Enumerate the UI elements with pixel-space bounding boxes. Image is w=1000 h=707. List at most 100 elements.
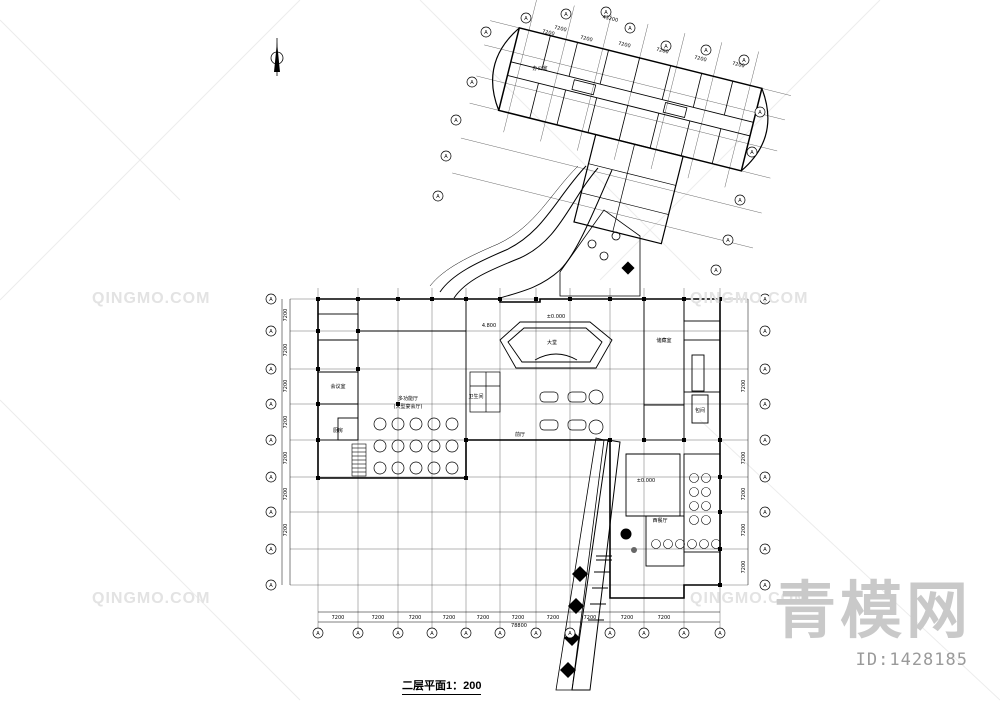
dim-north: 7200	[617, 41, 631, 50]
axis-letter: A	[726, 238, 730, 244]
north-wing	[452, 0, 792, 249]
dim-left: 7200	[283, 344, 289, 357]
axis-letter: A	[316, 631, 320, 637]
axis-letter: A	[714, 268, 718, 274]
room-label-meeting: 会议室	[330, 383, 345, 390]
dim-left: 7200	[283, 416, 289, 429]
room-label-storage: 储藏室	[656, 337, 671, 344]
watermark-text-3: QINGMO.COM	[690, 290, 809, 307]
axis-letter: A	[742, 58, 746, 64]
axis-letter: A	[628, 26, 632, 32]
axis-letter: A	[763, 297, 767, 303]
axis-letter: A	[269, 547, 273, 553]
axis-letter: A	[758, 110, 762, 116]
dim-bottom: 7200	[621, 615, 634, 621]
dim-bottom: 7200	[547, 615, 560, 621]
dim-left: 7200	[283, 488, 289, 501]
dim-right: 7200	[741, 561, 747, 574]
axis-letter: A	[269, 297, 273, 303]
dim-north: 7200	[541, 29, 555, 38]
axis-letter: A	[763, 438, 767, 444]
axis-bubbles-bottom	[312, 627, 726, 639]
watermark-brand: 青模网	[773, 574, 972, 647]
dim-left: 7200	[283, 524, 289, 537]
axis-bubbles-right	[759, 293, 771, 591]
axis-letter: A	[498, 631, 502, 637]
curved-corridor	[429, 165, 613, 299]
axis-letter: A	[568, 631, 572, 637]
axis-letter: A	[704, 48, 708, 54]
axis-letter: A	[763, 547, 767, 553]
axis-letter: A	[763, 402, 767, 408]
dim-left: 7200	[283, 452, 289, 465]
axis-letter: A	[763, 583, 767, 589]
axis-letter: A	[763, 367, 767, 373]
dim-north: 7200	[693, 55, 707, 64]
axis-letter: A	[269, 402, 273, 408]
room-labels: 多功能厅 (大型宴会厅) 大堂 前厅 办公室 厨房 储藏室 卫生间 西餐厅 包间…	[330, 65, 705, 629]
dim-bottom: 7200	[409, 615, 422, 621]
axis-letter: A	[604, 10, 608, 16]
dimension-lines	[281, 299, 749, 623]
curved-lobby	[559, 209, 641, 297]
dim-bottom: 7200	[477, 615, 490, 621]
dim-right: 7200	[741, 488, 747, 501]
north-arrow-icon	[270, 38, 284, 76]
axis-letter: A	[718, 631, 722, 637]
axis-letter: A	[664, 44, 668, 50]
dim-bottom: 7200	[512, 615, 525, 621]
dim-bottom: 7200	[443, 615, 456, 621]
dim-north: 7200	[553, 25, 567, 34]
dim-north: 7200	[655, 47, 669, 56]
axis-letter: A	[470, 80, 474, 86]
room-label-kitchen: 厨房	[333, 427, 343, 434]
dim-north: 7200	[579, 35, 593, 44]
dim-right: 7200	[741, 380, 747, 393]
axis-letter: A	[564, 12, 568, 18]
level-mark-2: ±0.000	[547, 314, 566, 320]
axis-letter: A	[436, 194, 440, 200]
axis-letter: A	[356, 631, 360, 637]
dim-bottom: 7200	[584, 615, 597, 621]
axis-letter: A	[524, 16, 528, 22]
dim-left: 7200	[283, 309, 289, 322]
dim-bottom: 7200	[332, 615, 345, 621]
entrance-ramp	[555, 437, 621, 691]
level-mark-3: ±0.000	[637, 478, 656, 484]
axis-letter: A	[534, 631, 538, 637]
axis-letter: A	[763, 475, 767, 481]
axis-letter: A	[763, 329, 767, 335]
axis-letter: A	[464, 631, 468, 637]
axis-letter: A	[750, 150, 754, 156]
axis-letter: A	[682, 631, 686, 637]
axis-letter: A	[738, 198, 742, 204]
axis-letter: A	[269, 475, 273, 481]
axis-letter: A	[269, 583, 273, 589]
room-label-restaurant: 西餐厅	[652, 517, 667, 524]
watermark-id: ID:1428185	[855, 650, 968, 670]
axis-bubbles-left	[265, 293, 277, 591]
room-label-office: 办公室	[532, 65, 547, 72]
axis-letter: A	[430, 631, 434, 637]
dim-bottom: 7200	[372, 615, 385, 621]
axis-letter: A	[269, 510, 273, 516]
dim-north: 43200	[602, 14, 619, 24]
level-mark-1: 4.800	[482, 323, 496, 329]
room-label-banquet: 多功能厅	[398, 395, 418, 402]
axis-bubbles-north	[432, 6, 766, 276]
room-label-banquet-sub: (大型宴会厅)	[394, 403, 423, 410]
main-building	[290, 288, 748, 632]
overall-dimension: 78800	[511, 623, 527, 629]
dim-left: 7200	[283, 380, 289, 393]
axis-letter: A	[444, 154, 448, 160]
dim-right: 7200	[741, 524, 747, 537]
watermark-text-2: QINGMO.COM	[92, 590, 211, 607]
axis-label-letters: A A A A A A A A A A A A A A A A A A A A A A A A A A A A A A A A A A A A A A A A…	[269, 10, 767, 637]
axis-letter: A	[763, 510, 767, 516]
axis-letter: A	[269, 329, 273, 335]
axis-letter: A	[269, 367, 273, 373]
watermark-text-1: QINGMO.COM	[92, 290, 211, 307]
axis-letter: A	[484, 30, 488, 36]
